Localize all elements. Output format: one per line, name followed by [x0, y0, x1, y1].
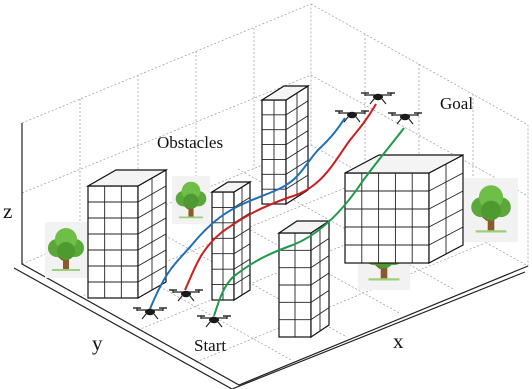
start-label: Start: [194, 336, 227, 355]
drone-icon: [387, 112, 423, 125]
path-green: [213, 127, 405, 317]
drone-icon: [360, 92, 396, 105]
buildings-group: [85, 84, 464, 339]
obstacles-label: Obstacles: [157, 133, 224, 152]
drone-paths: [149, 103, 405, 317]
drone-icon: [196, 315, 232, 328]
drone-icon: [168, 289, 204, 302]
drone-icon: [334, 110, 370, 123]
building-left: [85, 168, 169, 300]
tree-right-icon: [464, 178, 518, 242]
axis-y-label: y: [92, 331, 103, 355]
goal-label: Goal: [440, 94, 474, 113]
axis-x-label: x: [393, 329, 404, 353]
tree-left-icon: [45, 222, 89, 278]
building-tall-back: [259, 84, 311, 206]
path-blue: [149, 117, 346, 310]
building-slim-center: [209, 180, 253, 302]
drone-icon: [132, 307, 168, 320]
path-red: [184, 103, 377, 291]
building-front-center: [277, 219, 331, 339]
tree-middle-icon: [172, 176, 210, 224]
floor-outline: [13, 123, 529, 389]
building-right: [344, 154, 464, 264]
axis-z-label: z: [3, 199, 13, 223]
